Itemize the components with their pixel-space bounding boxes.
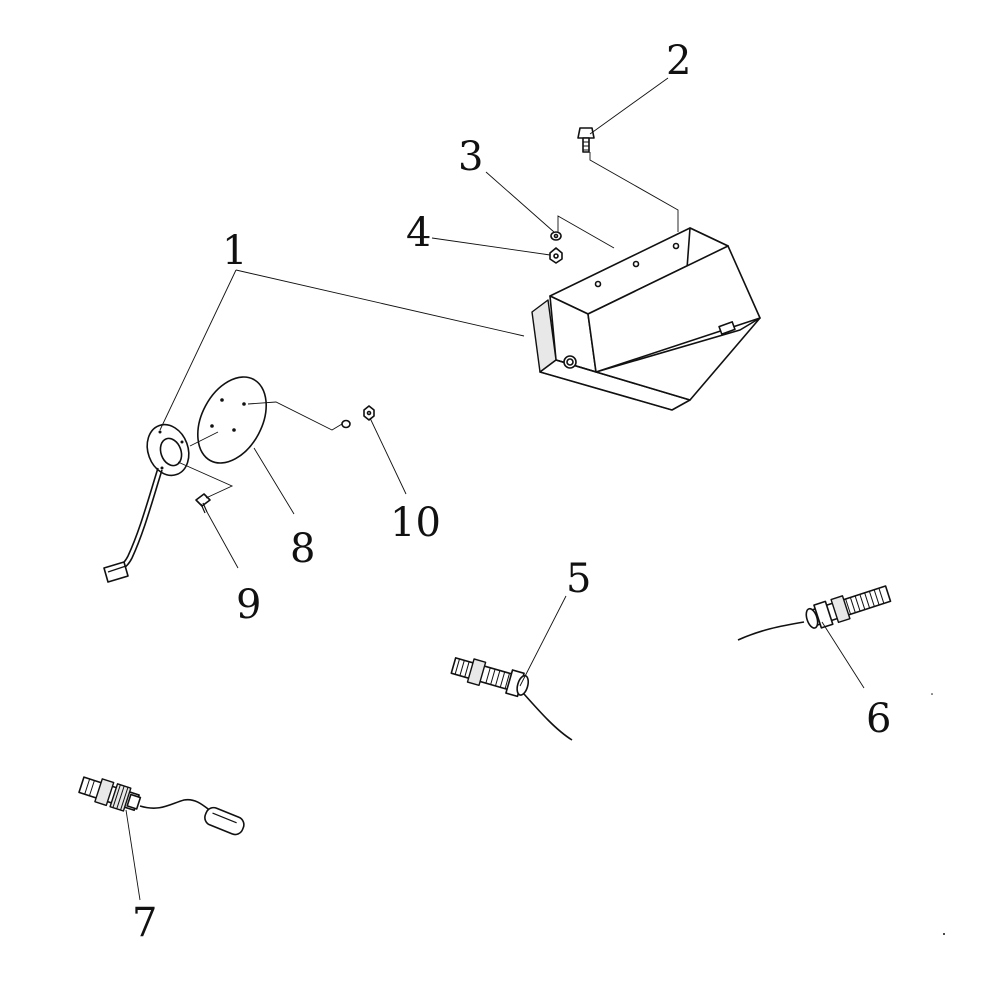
sensor-7-connector — [204, 806, 245, 836]
sensor-5-cable — [523, 693, 573, 741]
callout-5: 5 — [566, 556, 591, 602]
mounting-plate — [197, 376, 267, 464]
callout-2: 2 — [666, 38, 691, 84]
sensor-7-cable — [139, 798, 213, 813]
sensor-6-cable — [737, 621, 805, 641]
speck — [931, 693, 933, 695]
callout-3: 3 — [458, 134, 483, 180]
screw — [195, 493, 211, 514]
sensor-7 — [78, 776, 142, 812]
callout-7: 7 — [132, 900, 157, 946]
small-washer — [341, 419, 351, 429]
callout-6: 6 — [866, 696, 891, 742]
proximity-sensor-5 — [450, 657, 530, 698]
callout-8: 8 — [290, 526, 315, 572]
callout-10: 10 — [390, 500, 441, 546]
ring-sensor — [103, 423, 190, 583]
nut — [549, 247, 563, 264]
washer — [550, 231, 562, 241]
callout-4: 4 — [406, 210, 431, 256]
callout-1: 1 — [222, 228, 247, 274]
proximity-sensor-6 — [805, 585, 892, 629]
speck — [943, 933, 945, 935]
callout-9: 9 — [236, 582, 261, 628]
bracket-housing — [531, 227, 761, 411]
small-nut — [363, 405, 375, 421]
bolt — [577, 127, 595, 153]
leader-lines — [125, 77, 865, 901]
